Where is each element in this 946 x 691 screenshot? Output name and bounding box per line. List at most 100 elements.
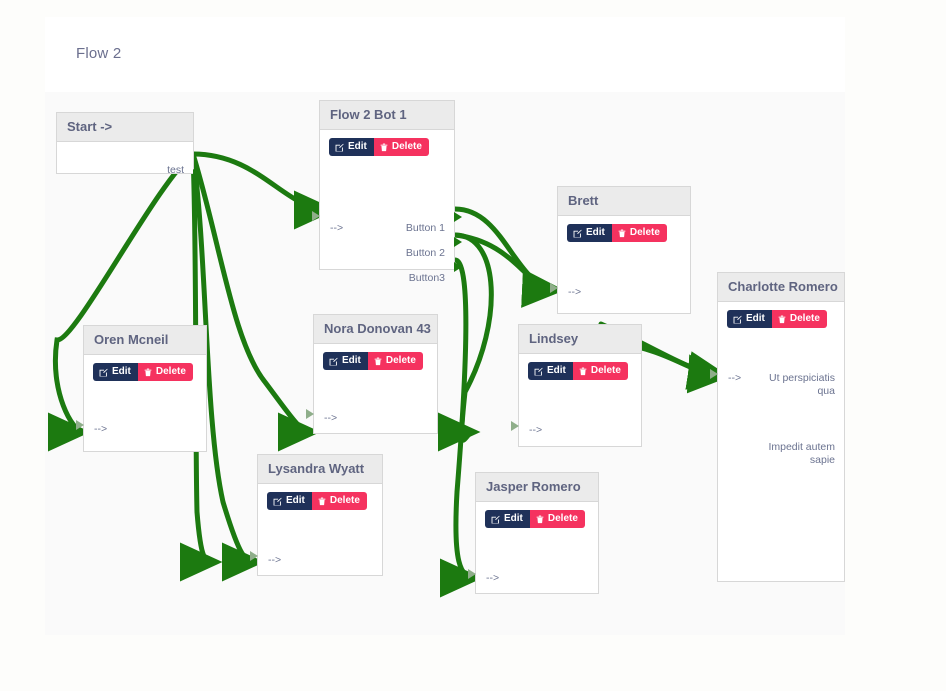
edit-button[interactable]: Edit: [485, 510, 530, 528]
pencil-square-icon: [99, 368, 108, 376]
port-out-button-3[interactable]: Button3: [408, 272, 445, 284]
node-action-buttons: Edit Delete: [528, 362, 632, 380]
node-body: Edit Delete -->: [84, 355, 206, 450]
pencil-square-icon: [335, 143, 344, 151]
trash-icon: [374, 357, 382, 365]
port-arrow-icon: [550, 283, 558, 293]
trash-icon: [380, 143, 388, 151]
delete-button[interactable]: Delete: [373, 138, 429, 156]
port-in[interactable]: -->: [529, 424, 543, 436]
node-title: Jasper Romero: [476, 473, 598, 502]
edit-button[interactable]: Edit: [267, 492, 312, 510]
node-action-buttons: Edit Delete: [93, 363, 197, 381]
port-out-test[interactable]: test: [167, 164, 184, 176]
edit-button[interactable]: Edit: [329, 138, 374, 156]
port-arrow-icon: [306, 409, 314, 419]
delete-button-label: Delete: [391, 141, 422, 152]
delete-button-label: Delete: [789, 313, 820, 324]
delete-button[interactable]: Delete: [137, 363, 193, 381]
edit-button-label: Edit: [746, 313, 765, 324]
delete-button[interactable]: Delete: [611, 224, 667, 242]
flow-header-band: [45, 17, 845, 92]
edit-button-label: Edit: [342, 355, 361, 366]
page-title: Flow 2: [76, 45, 122, 62]
port-in[interactable]: -->: [94, 423, 108, 435]
node-lindsey[interactable]: Lindsey Edit: [511, 324, 642, 447]
node-start[interactable]: Start -> test: [56, 112, 201, 179]
node-title: Start ->: [57, 113, 193, 142]
port-out-button-1[interactable]: Button 1: [405, 222, 445, 234]
port-arrow-icon: [454, 212, 462, 222]
port-in[interactable]: -->: [330, 222, 344, 234]
node-lysandra-wyatt[interactable]: Lysandra Wyatt Edit: [250, 454, 383, 576]
node-title: Lysandra Wyatt: [258, 455, 382, 484]
edit-button[interactable]: Edit: [528, 362, 573, 380]
node-title: Flow 2 Bot 1: [320, 101, 454, 130]
pencil-square-icon: [273, 497, 282, 505]
edit-button[interactable]: Edit: [323, 352, 368, 370]
node-action-buttons: Edit Delete: [267, 492, 373, 510]
port-out-ut-perspiciatis-qua[interactable]: Ut perspiciatis qua: [769, 372, 835, 397]
flow-canvas[interactable]: Start -> test Flow 2 Bot 1 Edit: [45, 92, 845, 635]
node-body: Edit Delete --> Ut perspiciatis qua Impe…: [718, 302, 844, 580]
port-out-impedit-autem-sapie[interactable]: Impedit autem sapie: [768, 441, 835, 466]
delete-button[interactable]: Delete: [572, 362, 628, 380]
node-title: Nora Donovan 43: [314, 315, 437, 344]
node-body: Edit Delete -->: [314, 344, 437, 432]
delete-button-label: Delete: [385, 355, 416, 366]
node-body: Edit Delete -->: [476, 502, 598, 592]
edge-button2-to-brett: [452, 232, 560, 293]
port-in[interactable]: -->: [268, 554, 282, 566]
node-oren-mcneil[interactable]: Oren Mcneil Edit: [76, 325, 207, 452]
node-title: Charlotte Romero: [718, 273, 844, 302]
edit-button-label: Edit: [348, 141, 367, 152]
edge-button1-to-brett: [452, 206, 565, 308]
node-charlotte-romero[interactable]: Charlotte Romero Edit: [710, 272, 845, 582]
node-action-buttons: Edit Delete: [727, 310, 835, 328]
node-body: Edit Delete -->: [258, 484, 382, 574]
delete-button[interactable]: Delete: [367, 352, 423, 370]
port-arrow-icon: [193, 169, 201, 179]
port-in[interactable]: -->: [728, 372, 742, 384]
port-arrow-icon: [710, 369, 718, 379]
node-jasper-romero[interactable]: Jasper Romero Edit: [468, 472, 599, 594]
trash-icon: [536, 515, 544, 523]
node-nora-donovan-43[interactable]: Nora Donovan 43 Edit: [306, 314, 438, 434]
delete-button-label: Delete: [329, 495, 360, 506]
delete-button[interactable]: Delete: [529, 510, 585, 528]
port-in[interactable]: -->: [486, 572, 500, 584]
edge-button3-to-jasper: [439, 257, 483, 598]
port-in[interactable]: -->: [324, 412, 338, 424]
node-flow-2-bot-1[interactable]: Flow 2 Bot 1 Edit: [312, 100, 462, 284]
delete-button-label: Delete: [155, 366, 186, 377]
edge-start-to-nora: [190, 151, 321, 452]
pencil-square-icon: [573, 229, 582, 237]
node-body: test: [57, 142, 193, 176]
node-title: Oren Mcneil: [84, 326, 206, 355]
edit-button[interactable]: Edit: [567, 224, 612, 242]
trash-icon: [318, 497, 326, 505]
port-in[interactable]: -->: [568, 286, 582, 298]
trash-icon: [579, 367, 587, 375]
edit-button-label: Edit: [504, 513, 523, 524]
node-action-buttons: Edit Delete: [329, 138, 445, 156]
trash-icon: [618, 229, 626, 237]
node-action-buttons: Edit Delete: [485, 510, 589, 528]
port-arrow-icon: [511, 421, 519, 431]
port-arrow-icon: [454, 237, 462, 247]
delete-button[interactable]: Delete: [311, 492, 367, 510]
edit-button-label: Edit: [286, 495, 305, 506]
edit-button[interactable]: Edit: [727, 310, 772, 328]
port-arrow-icon: [468, 569, 476, 579]
port-arrow-icon: [250, 551, 258, 561]
node-title: Lindsey: [519, 325, 641, 354]
node-body: Edit Delete -->: [519, 354, 641, 445]
edit-button-label: Edit: [112, 366, 131, 377]
edit-button[interactable]: Edit: [93, 363, 138, 381]
port-arrow-icon: [454, 262, 462, 272]
port-out-button-2[interactable]: Button 2: [405, 247, 445, 259]
delete-button[interactable]: Delete: [771, 310, 827, 328]
node-brett[interactable]: Brett Edit: [550, 186, 691, 314]
pencil-square-icon: [491, 515, 500, 523]
